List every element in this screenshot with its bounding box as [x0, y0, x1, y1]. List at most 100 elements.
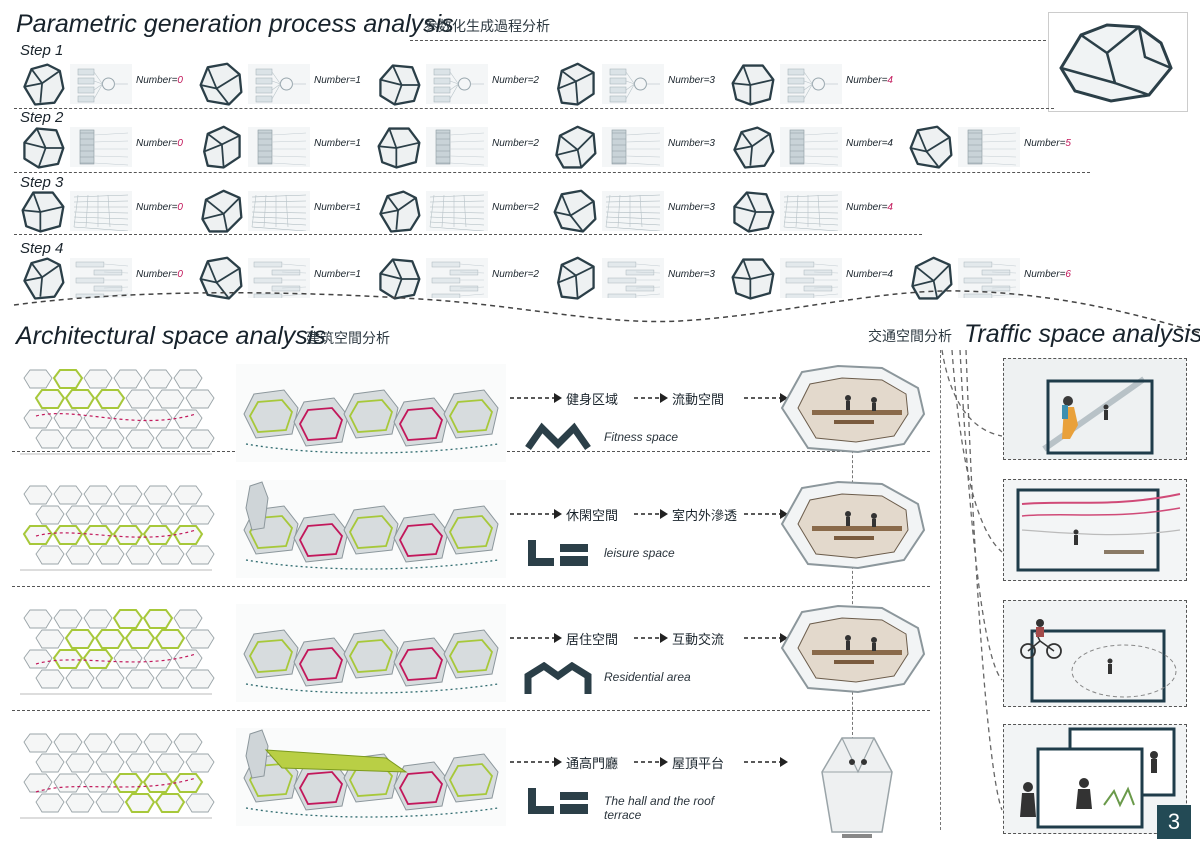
node-graph-panel — [602, 64, 664, 109]
node-graph-panel — [248, 64, 310, 109]
number-value: 2 — [533, 138, 539, 149]
parametric-title-en: Parametric generation process analysis — [16, 10, 454, 38]
stone-icon — [196, 256, 246, 307]
page-number-badge: 3 — [1157, 805, 1191, 839]
reference-stone-frame — [1048, 12, 1188, 112]
stone-icon — [18, 62, 68, 113]
number-prefix: Number= — [136, 269, 178, 280]
step-label: Step 1 — [20, 42, 64, 59]
number-value: 4 — [887, 75, 893, 86]
zigzag-icon — [524, 422, 592, 457]
space-label-en: leisure space — [604, 546, 675, 560]
row-separator — [12, 710, 930, 711]
flow-from-label: 居住空間 — [566, 633, 619, 648]
traffic-title-cn: 交通空間分析 — [868, 329, 952, 345]
vertical-guide — [852, 440, 853, 740]
traffic-title-en: Traffic space analysis — [964, 320, 1200, 348]
building-stack-diagram — [16, 730, 216, 827]
number-label: Number=5 — [1024, 138, 1071, 149]
node-graph-panel — [70, 258, 132, 303]
flow-arrows — [510, 757, 788, 767]
section-interior-render — [778, 604, 928, 699]
stone-icon — [18, 189, 68, 240]
number-prefix: Number= — [314, 75, 356, 86]
number-label: Number=3 — [668, 269, 715, 280]
flow-from-label: 休閑空間 — [566, 509, 619, 524]
number-prefix: Number= — [846, 269, 888, 280]
number-prefix: Number= — [314, 202, 356, 213]
number-prefix: Number= — [668, 75, 710, 86]
lounge-scene-icon — [1004, 725, 1186, 833]
massing-perspective — [236, 728, 506, 831]
number-value: 1 — [355, 75, 361, 86]
node-graph-panel — [780, 191, 842, 236]
corridor-scene-icon — [1004, 480, 1186, 580]
parametric-title-cn: 参数化生成過程分析 — [424, 19, 550, 35]
number-label: Number=0 — [136, 269, 183, 280]
flow-to-label: 互動交流 — [672, 633, 725, 648]
section-interior-render — [778, 364, 928, 459]
traffic-leader-lines — [941, 349, 1003, 811]
number-label: Number=2 — [492, 202, 539, 213]
flow-arrows — [510, 509, 788, 519]
number-prefix: Number= — [1024, 269, 1066, 280]
massing-perspective — [236, 604, 506, 707]
node-graph-panel — [602, 191, 664, 236]
stone-icon — [374, 125, 424, 176]
number-prefix: Number= — [136, 75, 178, 86]
number-prefix: Number= — [846, 138, 888, 149]
number-label: Number=3 — [668, 138, 715, 149]
number-prefix: Number= — [668, 138, 710, 149]
number-value: 3 — [709, 75, 715, 86]
number-label: Number=0 — [136, 138, 183, 149]
number-value: 3 — [709, 138, 715, 149]
step-divider — [14, 172, 1090, 173]
number-value: 2 — [533, 202, 539, 213]
number-prefix: Number= — [314, 138, 356, 149]
stone-icon — [18, 256, 68, 307]
number-label: Number=1 — [314, 138, 361, 149]
stone-icon — [374, 62, 424, 113]
roof-icon — [524, 661, 592, 701]
number-value: 2 — [533, 269, 539, 280]
node-graph-panel — [602, 127, 664, 172]
flow-to-label: 室内外滲透 — [672, 509, 738, 524]
massing-perspective — [236, 480, 506, 583]
number-label: Number=4 — [846, 269, 893, 280]
bicycle-scene-icon — [1004, 601, 1186, 706]
building-stack-diagram — [16, 482, 216, 579]
node-graph-panel — [248, 127, 310, 172]
number-prefix: Number= — [492, 138, 534, 149]
number-label: Number=4 — [846, 202, 893, 213]
step-label: Step 2 — [20, 109, 64, 126]
stone-icon — [906, 125, 956, 176]
space-label-en: Residential area — [604, 670, 691, 684]
stone-icon — [374, 189, 424, 240]
flow-to-label: 流動空間 — [672, 393, 725, 408]
number-prefix: Number= — [668, 202, 710, 213]
stone-icon — [728, 256, 778, 307]
building-stack-diagram — [16, 606, 216, 703]
node-graph-panel — [248, 258, 310, 303]
node-graph-panel — [70, 191, 132, 236]
architectural-title-cn: 建筑空間分析 — [306, 331, 390, 347]
column-divider — [940, 350, 941, 830]
number-value: 4 — [887, 138, 893, 149]
space-label-en: Fitness space — [604, 430, 679, 444]
number-prefix: Number= — [492, 269, 534, 280]
number-value: 0 — [177, 269, 183, 280]
stone-icon — [196, 189, 246, 240]
node-graph-panel — [780, 64, 842, 109]
stone-icon — [18, 125, 68, 176]
node-graph-panel — [248, 191, 310, 236]
number-label: Number=2 — [492, 138, 539, 149]
number-label: Number=1 — [314, 75, 361, 86]
le-icon — [524, 538, 592, 573]
number-value: 4 — [887, 202, 893, 213]
node-graph-panel — [426, 258, 488, 303]
title-divider — [410, 40, 1046, 41]
number-value: 0 — [177, 75, 183, 86]
architectural-title-en: Architectural space analysis — [16, 322, 326, 350]
step-divider — [14, 234, 922, 235]
number-value: 1 — [355, 269, 361, 280]
